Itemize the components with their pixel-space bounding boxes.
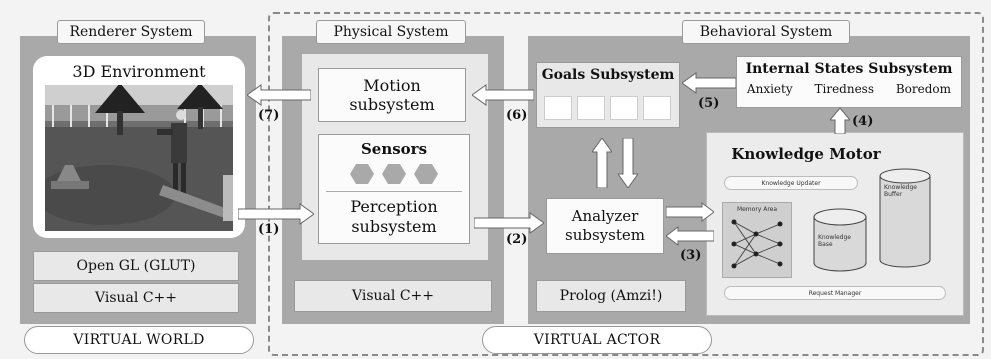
km-buffer-cylinder: [878, 168, 932, 268]
sensor-hexagon-2: [382, 164, 406, 184]
goals-slots: [544, 96, 672, 122]
motion-subsystem-box: Motion subsystem: [318, 68, 466, 122]
km-updater-bar: Knowledge Updater: [724, 176, 858, 190]
km-base-cylinder: [812, 208, 868, 272]
state-anxiety: Anxiety: [746, 82, 793, 96]
km-memory-label: Memory Area: [736, 205, 778, 213]
physical-system-title: Physical System: [316, 20, 466, 44]
arrow-label-7: (7): [258, 108, 280, 123]
state-tiredness: Tiredness: [814, 82, 874, 96]
arrow-km-to-analyzer: [666, 226, 714, 246]
arrow-label-2: (2): [506, 232, 528, 247]
arrow-analyzer-to-km: [666, 202, 714, 222]
arrow-4: [830, 108, 850, 134]
knowledge-motor-title: Knowledge Motor: [731, 145, 881, 163]
sensor-hexagons: [344, 160, 444, 188]
environment-title: 3D Environment: [72, 61, 206, 81]
motion-subsystem-label: Motion subsystem: [349, 76, 435, 114]
internal-states-title: Internal States Subsystem: [745, 61, 953, 77]
arrow-label-1: (1): [258, 222, 280, 237]
arrow-2: [474, 212, 544, 234]
goals-subsystem-title: Goals Subsystem: [541, 67, 675, 83]
internal-states-box: [736, 56, 962, 108]
arrow-7: [247, 84, 311, 106]
arrow-label-5: (5): [698, 96, 720, 111]
km-network-graphic: [726, 214, 788, 274]
arrow-analyzer-to-goals: [592, 138, 612, 188]
behavioral-system-title: Behavioral System: [682, 20, 850, 44]
virtual-actor-label: VIRTUAL ACTOR: [482, 326, 712, 354]
goal-slot-4: [643, 96, 671, 120]
state-boredom: Boredom: [895, 82, 952, 96]
renderer-vcpp-box: Visual C++: [33, 283, 239, 313]
internal-states-list: Anxiety Tiredness Boredom: [736, 82, 962, 102]
arrow-6: [472, 84, 534, 106]
km-request-bar: Request Manager: [724, 286, 946, 300]
arrow-1: [238, 203, 314, 225]
sensors-label: Sensors: [360, 140, 428, 158]
sensor-divider: [326, 191, 462, 192]
virtual-world-label: VIRTUAL WORLD: [24, 326, 254, 354]
sensor-hexagon-3: [414, 164, 438, 184]
analyzer-subsystem-box: Analyzer subsystem: [546, 198, 664, 254]
arrow-5: [682, 72, 736, 94]
arrow-label-6: (6): [506, 108, 528, 123]
arrow-goals-to-analyzer: [618, 138, 638, 188]
sensor-hexagon-1: [350, 164, 374, 184]
km-buffer-label: Knowledge Buffer: [884, 184, 917, 198]
km-base-label: Knowledge Base: [818, 234, 851, 248]
arrow-label-4: (4): [852, 114, 874, 129]
renderer-system-title: Renderer System: [57, 20, 205, 44]
virtual-actor-region: [268, 12, 984, 356]
arrow-label-3: (3): [680, 248, 702, 263]
sensors-perception-box: [318, 134, 470, 244]
perception-subsystem-label: Perception subsystem: [350, 197, 438, 236]
goal-slot-2: [577, 96, 605, 120]
physical-vcpp-box: Visual C++: [294, 280, 492, 312]
goal-slot-3: [610, 96, 638, 120]
prolog-box: Prolog (Amzi!): [536, 280, 686, 312]
goal-slot-1: [544, 96, 572, 120]
opengl-box: Open GL (GLUT): [33, 251, 239, 281]
environment-scene-image: [45, 85, 233, 231]
